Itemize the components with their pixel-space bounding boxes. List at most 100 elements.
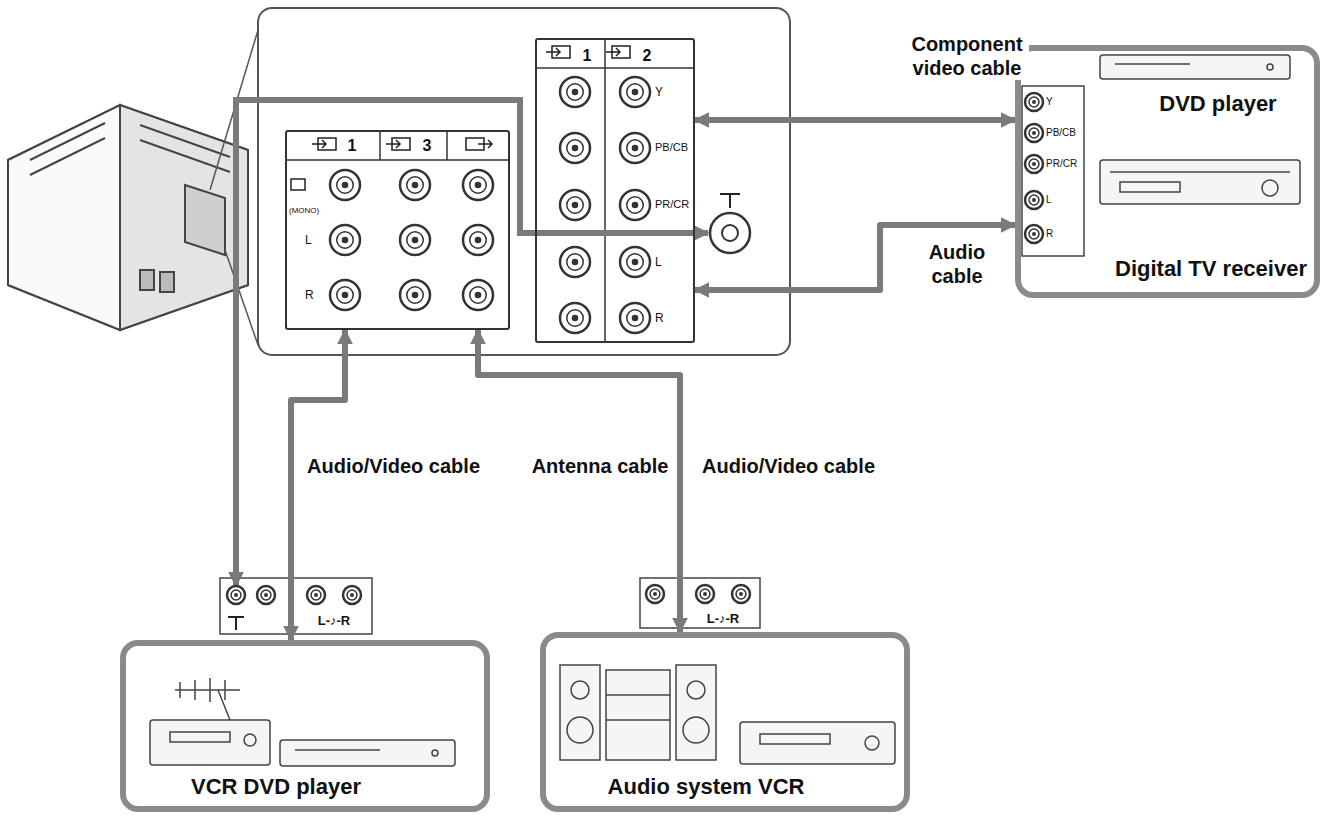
jack bbox=[646, 585, 664, 603]
jack bbox=[620, 247, 650, 277]
jack-ring bbox=[560, 133, 590, 163]
jack-ring bbox=[620, 77, 650, 107]
jack-label: L bbox=[305, 233, 312, 247]
jack bbox=[330, 280, 360, 310]
jack bbox=[257, 586, 275, 604]
jack bbox=[1025, 124, 1043, 142]
jack-pin bbox=[412, 292, 419, 299]
jack-pin bbox=[632, 202, 639, 209]
jack-inner bbox=[347, 590, 357, 600]
jack-inner bbox=[231, 590, 241, 600]
jack bbox=[343, 586, 361, 604]
jack-ring bbox=[330, 170, 360, 200]
vcr-icon bbox=[150, 678, 270, 765]
jack-label: Y bbox=[655, 85, 663, 99]
jack bbox=[1025, 155, 1043, 173]
input-number: 1 bbox=[583, 46, 592, 65]
jack-pin bbox=[412, 182, 419, 189]
antenna-jack bbox=[710, 194, 750, 253]
vcr-icon bbox=[740, 722, 895, 764]
jack-pin bbox=[572, 315, 579, 322]
input-number: 1 bbox=[348, 136, 357, 155]
device-box: DVD playerDigital TV receiver bbox=[1015, 45, 1320, 298]
jack-label: L bbox=[1046, 194, 1052, 206]
jack-ring bbox=[696, 585, 714, 603]
jack-pin bbox=[632, 315, 639, 322]
jack-pin bbox=[632, 89, 639, 96]
jack-group bbox=[227, 77, 1043, 604]
jack-ring bbox=[620, 303, 650, 333]
device-box: VCR DVD player bbox=[120, 640, 490, 812]
jack-label: (MONO) bbox=[289, 206, 319, 216]
jack-pin bbox=[632, 259, 639, 266]
jack bbox=[1025, 191, 1043, 209]
antenna-symbol bbox=[228, 617, 244, 630]
jack-inner bbox=[700, 589, 710, 599]
jack-pin bbox=[1032, 100, 1036, 104]
jack-pin bbox=[1032, 131, 1036, 135]
jack-ring bbox=[560, 77, 590, 107]
cable-label: Component video cable bbox=[905, 32, 1029, 80]
jack-ring bbox=[463, 170, 493, 200]
jack-ring bbox=[343, 586, 361, 604]
jack-pin bbox=[475, 292, 482, 299]
jack-ring bbox=[1025, 124, 1043, 142]
jack-pin bbox=[412, 237, 419, 244]
jack-pin bbox=[475, 237, 482, 244]
jack-pin bbox=[1032, 198, 1036, 202]
jack bbox=[463, 170, 493, 200]
jack-pin bbox=[342, 237, 349, 244]
jack bbox=[400, 225, 430, 255]
jack bbox=[696, 585, 714, 603]
jack-pin bbox=[632, 145, 639, 152]
jack-label: R bbox=[655, 311, 664, 325]
jack-ring bbox=[463, 280, 493, 310]
jack-pin bbox=[234, 593, 238, 597]
jack-label: PB/CB bbox=[1046, 127, 1076, 139]
jack-ring bbox=[620, 190, 650, 220]
jack-inner bbox=[567, 254, 584, 271]
jack-ring bbox=[620, 133, 650, 163]
jack-ring bbox=[400, 280, 430, 310]
jack bbox=[732, 585, 750, 603]
jack-inner bbox=[407, 177, 424, 194]
jack bbox=[227, 586, 245, 604]
jack-pin bbox=[572, 259, 579, 266]
jack-strip bbox=[640, 578, 760, 628]
cable-label: Audio cable bbox=[905, 240, 1009, 288]
jack-ring bbox=[620, 247, 650, 277]
dvd-player-icon bbox=[1100, 55, 1290, 79]
jack-inner bbox=[1029, 195, 1039, 205]
jack-inner bbox=[311, 590, 321, 600]
jack-label: PR/CR bbox=[1046, 158, 1077, 170]
cable-label: Antenna cable bbox=[532, 454, 669, 478]
jack-inner bbox=[1029, 159, 1039, 169]
jack-pin bbox=[1032, 162, 1036, 166]
cable-connector bbox=[695, 117, 1015, 123]
jack-pin bbox=[342, 292, 349, 299]
jack-pin bbox=[1032, 232, 1036, 236]
jack-inner bbox=[627, 197, 644, 214]
receiver-icon bbox=[1100, 160, 1300, 204]
jack-ring bbox=[330, 225, 360, 255]
jack-ring bbox=[1025, 93, 1043, 111]
jack-ring bbox=[330, 280, 360, 310]
jack-inner bbox=[736, 589, 746, 599]
jack bbox=[1025, 225, 1043, 243]
jack bbox=[1025, 93, 1043, 111]
jack-pin bbox=[739, 592, 743, 596]
jack bbox=[307, 586, 325, 604]
jack-pin bbox=[572, 145, 579, 152]
jack bbox=[400, 280, 430, 310]
jack-inner bbox=[261, 590, 271, 600]
jack-inner bbox=[627, 254, 644, 271]
jack-inner bbox=[650, 589, 660, 599]
jack-inner bbox=[627, 84, 644, 101]
jack bbox=[560, 77, 590, 107]
jack bbox=[620, 133, 650, 163]
jack-inner bbox=[337, 232, 354, 249]
jack-ring bbox=[1025, 155, 1043, 173]
jack-inner bbox=[567, 140, 584, 157]
